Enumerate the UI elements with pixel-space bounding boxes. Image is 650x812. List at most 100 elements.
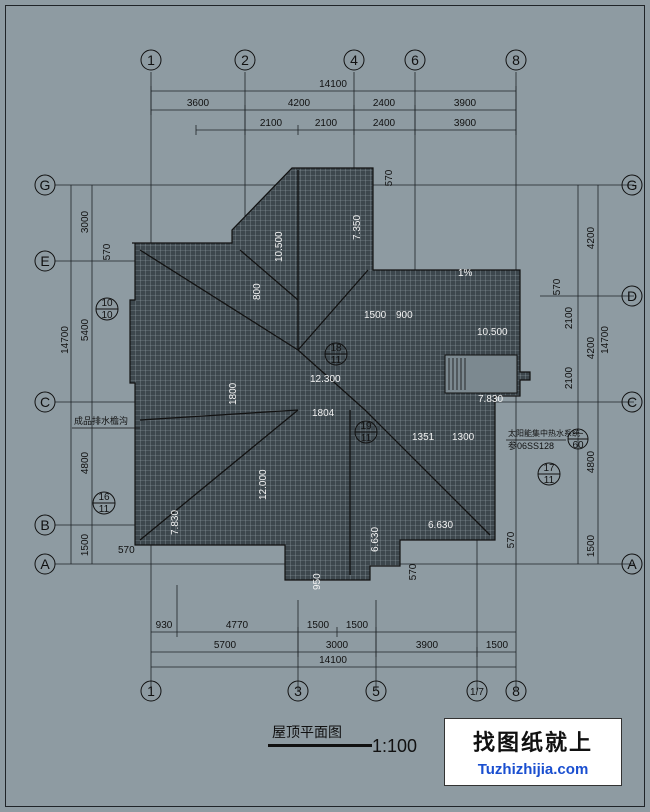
elev-8: 7.350 [352,215,363,240]
dim-right-2: 570 [552,278,563,295]
axis-right-g: G [627,177,638,193]
watermark-url: Tuzhizhijia.com [477,761,589,778]
axis-bubbles-left: G E C B A [34,174,56,575]
note-std: 参06SS128 [508,440,554,451]
axis-bottom-3: 3 [294,683,302,699]
note-drain: 成品排水檐沟 [74,415,128,427]
drawing-scale: 1:100 [372,736,418,756]
dimension-lines-bottom [151,585,516,668]
dim-top-r2-4: 3900 [454,118,477,129]
dim-right-6: 4800 [586,450,597,473]
axis-bubbles-right: G D C A [621,174,643,575]
axis-left-g: G [40,177,51,193]
dimension-lines-top [150,86,517,135]
dim-1804: 1804 [312,408,335,419]
dim-left-4: 4800 [80,451,91,474]
watermark-chinese: 找图纸就上 [472,731,593,756]
elev-6: 6.630 [428,520,453,531]
axis-left-c: C [40,394,50,410]
detail-bubbles: 10 10 18 11 19 11 16 11 17 11 — 60 [92,297,589,515]
dim-left-1: 3000 [80,210,91,233]
roof-annotations: 10.500 10.500 12.300 12.000 7.830 6.630 … [170,215,508,590]
detail-3-top: 19 [360,421,372,432]
dim-1800: 1800 [228,382,239,405]
dim-left-2: 570 [102,243,113,260]
axis-right-a: A [627,556,637,572]
detail-6-bottom: 60 [572,440,584,451]
dim-top-small: 570 [384,169,395,186]
dimension-lines-sides [70,185,599,564]
dim-top-r2-2: 2100 [315,118,338,129]
dim-top-r2-1: 2100 [260,118,283,129]
dim-top-r1-1: 3600 [187,98,210,109]
dim-1300: 1300 [452,432,475,443]
axis-bubbles-bottom: 1 3 5 1/7 8 [140,680,527,702]
axis-left-b: B [40,517,49,533]
axis-bottom-1-7: 1/7 [470,687,484,698]
axis-top-8: 8 [512,52,520,68]
detail-4-bottom: 11 [99,504,110,515]
elev-4: 12.000 [258,469,269,500]
axis-top-2: 2 [241,52,249,68]
axis-left-a: A [40,556,50,572]
dim-top-r1-2: 4200 [288,98,311,109]
axis-bottom-8: 8 [512,683,520,699]
dim-top-r1-4: 3900 [454,98,477,109]
dim-bottom-r1-2: 4770 [226,620,249,631]
axis-top-6: 6 [411,52,419,68]
title-underline [268,744,372,747]
dim-bottom-r2-4: 1500 [486,640,509,651]
axis-right-d: D [627,288,637,304]
detail-2-top: 18 [330,343,342,354]
detail-6-top: — [573,428,583,439]
dim-right-4: 4200 [586,336,597,359]
dim-right-1: 4200 [586,226,597,249]
dim-950: 950 [312,573,323,590]
detail-1-bottom: 10 [101,310,113,321]
dim-900: 900 [396,310,413,321]
slope-pct: 1% [458,268,473,279]
dim-bottom-r2-3: 3900 [416,640,439,651]
dim-right-outer: 14700 [600,326,611,354]
detail-2-bottom: 11 [331,355,342,366]
detail-1-top: 10 [101,298,113,309]
elev-2: 10.500 [477,327,508,338]
dim-left-outer: 14700 [60,326,71,354]
elev-9: 6.630 [370,527,381,552]
dim-bottom-r1-4: 1500 [346,620,369,631]
axis-bubbles-top: 1 2 4 6 8 [140,49,527,71]
dim-top-total: 14100 [319,79,347,90]
note-solar: 太阳能集中热水系统 [508,428,580,438]
dim-1500: 1500 [364,310,387,321]
dim-right-7: 1500 [586,534,597,557]
dim-bottom-r1-1: 930 [156,620,173,631]
elev-3: 12.300 [310,374,341,385]
solar-panel [444,354,518,394]
axis-right-c: C [627,394,637,410]
axis-top-1: 1 [147,52,155,68]
elev-5: 7.830 [170,510,181,535]
dim-right-3: 2100 [564,306,575,329]
dim-left-3: 5400 [80,318,91,341]
drawing-frame [5,5,645,807]
elev-1: 10.500 [274,231,285,262]
dim-left-6: 570 [118,545,135,556]
dim-1351: 1351 [412,432,435,443]
detail-5-bottom: 11 [544,475,555,486]
watermark-box: 找图纸就上 Tuzhizhijia.com [444,718,622,786]
dim-bottom-r2-2: 3000 [326,640,349,651]
roof-hatch [129,167,531,581]
dim-right-5: 2100 [564,366,575,389]
dim-800: 800 [252,283,263,300]
elev-7: 7.830 [478,394,503,405]
dim-bottom-r2-1: 5700 [214,640,237,651]
dim-bottom-total: 14100 [319,655,347,666]
solar-panel-lines [448,358,466,390]
axis-top-4: 4 [350,52,358,68]
detail-4-top: 16 [98,492,110,503]
dim-left-5: 1500 [80,533,91,556]
dim-bottom-r1-3: 1500 [307,620,330,631]
ridge-lines [139,170,491,575]
dim-right-8: 570 [506,531,517,548]
